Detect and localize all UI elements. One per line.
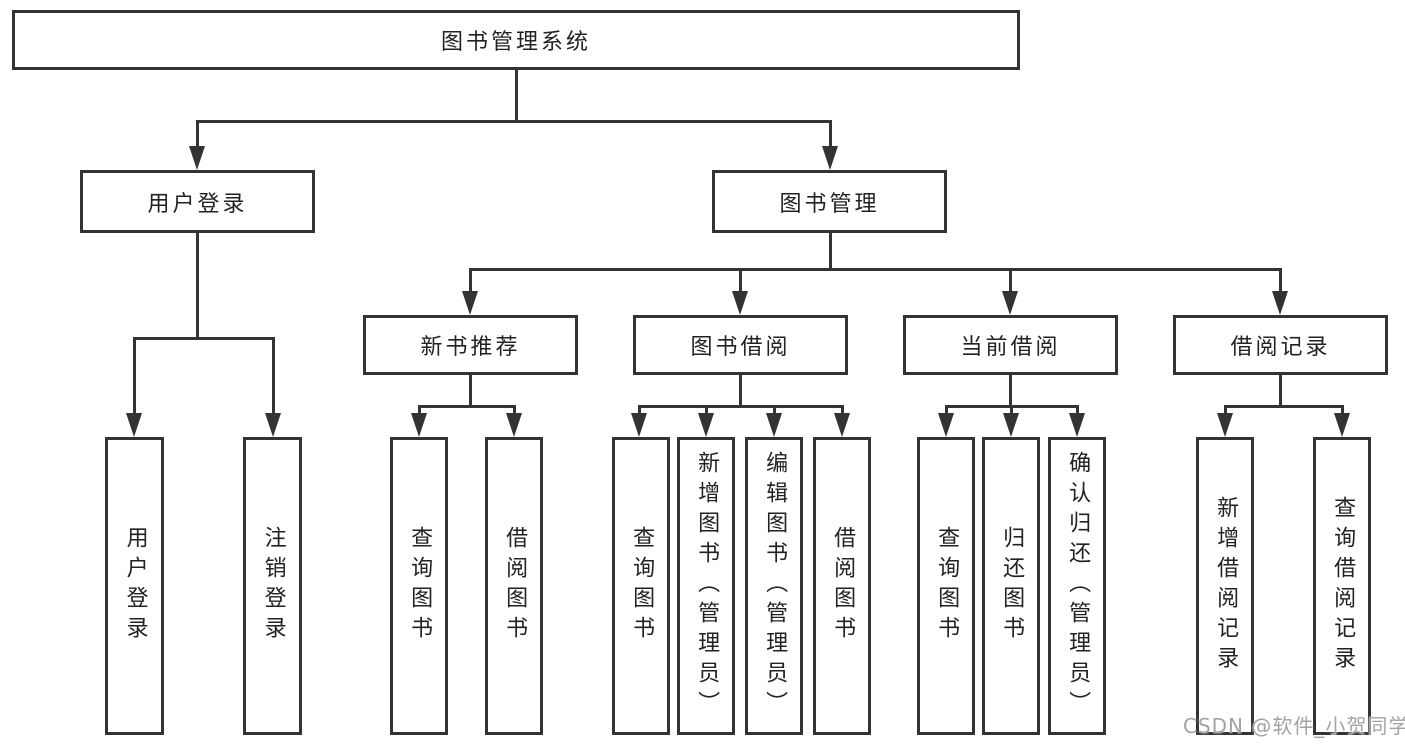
arrow-down-icon (1003, 413, 1019, 437)
node-label: 查询图书 (407, 526, 433, 646)
node-label: 借阅记录 (1230, 335, 1331, 360)
node-label: 图书管理 (779, 191, 880, 217)
arrow-down-icon (1217, 413, 1233, 437)
connector-stub-leaf (705, 405, 708, 417)
arrow-down-icon (1002, 291, 1018, 315)
connector-stem (739, 375, 742, 407)
arrow-down-icon (732, 291, 748, 315)
node-label: 借阅图书 (502, 526, 528, 646)
connector-stub-user-login (196, 120, 199, 150)
arrow-down-icon (698, 413, 714, 437)
watermark: CSDN @软件_小贺同学 (1183, 714, 1405, 738)
node-label: 图书借阅 (690, 335, 791, 360)
connector-bar (638, 405, 844, 408)
connector-stub-leaf (1224, 405, 1227, 417)
node-label: 编辑图书（管理员） (762, 451, 788, 721)
arrow-down-icon (1272, 291, 1288, 315)
connector-user-login-bar (133, 337, 275, 340)
arrow-down-icon (834, 413, 850, 437)
connector-root-stem (515, 70, 518, 122)
connector-bar (1224, 405, 1344, 408)
connector-stub-level2 (1279, 268, 1282, 294)
connector-stub-leaf (513, 405, 516, 417)
connector-stub-leaf (133, 337, 136, 417)
arrow-down-icon (766, 413, 782, 437)
arrow-down-icon (506, 413, 522, 437)
arrow-down-icon (1334, 413, 1350, 437)
leaf-return-books: 归还图书 (982, 437, 1040, 735)
node-label: 用户登录 (122, 526, 148, 646)
connector-stub-level2 (469, 268, 472, 294)
node-label: 新增借阅记录 (1213, 496, 1239, 676)
leaf-borrow-books-recommend: 借阅图书 (485, 437, 543, 735)
node-book-management: 图书管理 (712, 170, 947, 233)
node-label: 归还图书 (999, 526, 1025, 646)
connector-stub-leaf (272, 337, 275, 417)
leaf-borrow-books-borrowing: 借阅图书 (813, 437, 871, 735)
connector-stem (1279, 375, 1282, 407)
connector-user-login-stem (196, 233, 199, 339)
leaf-add-books-admin: 新增图书（管理员） (677, 437, 735, 735)
node-label: 查询图书 (629, 526, 655, 646)
node-label: 确认归还（管理员） (1065, 451, 1091, 721)
connector-stem (469, 375, 472, 407)
leaf-query-books-current: 查询图书 (917, 437, 975, 735)
connector-book-management-stem (829, 233, 832, 270)
connector-stub-leaf (1341, 405, 1344, 417)
node-new-book-recommendation: 新书推荐 (363, 315, 578, 375)
arrow-down-icon (126, 413, 142, 437)
connector-stub-leaf (638, 405, 641, 417)
node-label: 新增图书（管理员） (694, 451, 720, 721)
node-borrowing-records: 借阅记录 (1173, 315, 1388, 375)
connector-stem (1009, 375, 1012, 407)
leaf-user-login: 用户登录 (105, 437, 164, 735)
connector-stub-level2 (739, 268, 742, 294)
node-label: 查询借阅记录 (1330, 496, 1356, 676)
connector-stub-leaf (841, 405, 844, 417)
arrow-down-icon (411, 413, 427, 437)
leaf-edit-books-admin: 编辑图书（管理员） (745, 437, 803, 735)
arrow-down-icon (631, 413, 647, 437)
arrow-down-icon (1069, 413, 1085, 437)
connector-bar (418, 405, 516, 408)
connector-stub-book-management (829, 120, 832, 150)
node-label: 查询图书 (934, 526, 960, 646)
leaf-query-books-recommend: 查询图书 (390, 437, 448, 735)
node-label: 注销登录 (260, 526, 286, 646)
connector-stub-leaf (1010, 405, 1013, 417)
connector-stub-level2 (1009, 268, 1012, 294)
arrow-down-icon (265, 413, 281, 437)
node-label: 借阅图书 (830, 526, 856, 646)
connector-level2-bar (469, 268, 1282, 271)
arrow-down-icon (822, 146, 838, 170)
connector-stub-leaf (1076, 405, 1079, 417)
node-book-borrowing: 图书借阅 (633, 315, 848, 375)
leaf-logout: 注销登录 (243, 437, 302, 735)
node-current-borrowing: 当前借阅 (903, 315, 1118, 375)
arrow-down-icon (938, 413, 954, 437)
leaf-query-borrow-record: 查询借阅记录 (1313, 437, 1371, 735)
arrow-down-icon (462, 291, 478, 315)
connector-stub-leaf (773, 405, 776, 417)
connector-level1-bar (196, 120, 832, 123)
connector-stub-leaf (418, 405, 421, 417)
leaf-confirm-return-admin: 确认归还（管理员） (1048, 437, 1106, 735)
node-library-system: 图书管理系统 (12, 10, 1020, 70)
connector-stub-leaf (945, 405, 948, 417)
node-label: 当前借阅 (960, 335, 1061, 360)
leaf-add-borrow-record: 新增借阅记录 (1196, 437, 1254, 735)
node-label: 用户登录 (147, 191, 248, 217)
arrow-down-icon (189, 146, 205, 170)
leaf-query-books-borrowing: 查询图书 (612, 437, 670, 735)
node-user-login: 用户登录 (80, 170, 315, 233)
node-label: 新书推荐 (420, 335, 521, 360)
node-label: 图书管理系统 (440, 30, 591, 55)
